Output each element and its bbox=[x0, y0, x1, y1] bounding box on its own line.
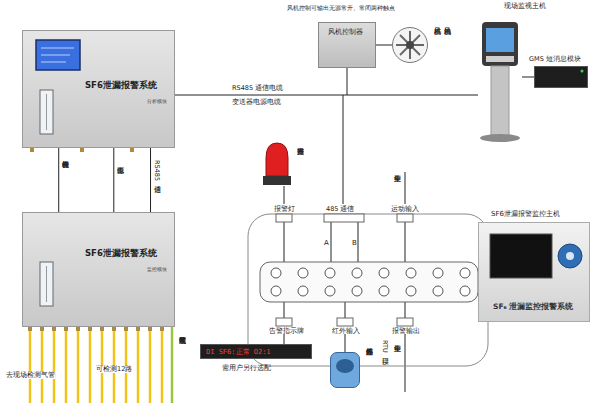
kiosk-screen bbox=[486, 28, 514, 52]
analysis-cabinet: SF6泄漏报警系统分析模块 bbox=[22, 30, 175, 148]
connector-label: RS485 通信电缆 bbox=[232, 85, 283, 92]
node-title: DI SF6:正常 O2:1 bbox=[206, 349, 271, 356]
led-sign: DI SF6:正常 O2:1 bbox=[200, 344, 312, 359]
status-led bbox=[581, 70, 584, 73]
node-subtitle: 监控模块 bbox=[147, 267, 167, 272]
kiosk-head bbox=[482, 22, 518, 66]
kiosk-host: 现场监视主机 bbox=[478, 18, 522, 142]
node-subtitle: 分析模块 bbox=[147, 99, 167, 104]
annotation-label: 报警灯 bbox=[274, 206, 295, 213]
host-keypad-center bbox=[566, 252, 574, 260]
node-title: SF6泄漏报警系统 bbox=[85, 249, 157, 258]
node-title: 现场监视主机 bbox=[504, 3, 546, 10]
lcd-lines bbox=[41, 48, 74, 62]
gas-pipes bbox=[30, 327, 172, 403]
node-subtitle: SF₆ 泄漏监控报警系统 bbox=[493, 303, 573, 311]
annotation-label: 变送器电源电缆 bbox=[232, 99, 281, 106]
host-keypad bbox=[558, 244, 582, 268]
flowmeter-tube bbox=[46, 94, 47, 130]
kiosk-base bbox=[480, 134, 520, 142]
node-title: GMS 短消息模块 bbox=[529, 56, 581, 63]
infrared-sensor: 红外人体感应器 bbox=[330, 352, 360, 388]
lcd-screen bbox=[36, 40, 80, 70]
kiosk-keyboard bbox=[486, 56, 514, 62]
annotation-label: RTU接口 bbox=[381, 340, 388, 353]
annotation-label: B bbox=[352, 240, 357, 247]
connector-line bbox=[150, 148, 151, 212]
annotation-label: 485 通信 bbox=[326, 206, 354, 213]
connector-label: RS485通信 bbox=[154, 160, 161, 181]
fan-hub bbox=[406, 41, 414, 49]
flowmeter bbox=[40, 262, 53, 306]
kiosk-stand bbox=[491, 66, 509, 136]
connector-line bbox=[58, 148, 59, 212]
connector-line bbox=[175, 95, 478, 96]
terminal-tabs bbox=[276, 214, 413, 326]
annotation-label: 告警指示牌 bbox=[269, 328, 304, 335]
annotation-label: 运动输入 bbox=[391, 206, 419, 213]
exhaust-fan: 轴流风机或排风机 bbox=[392, 27, 428, 63]
fan-controller: 风机控制器 bbox=[318, 22, 376, 68]
annotation-label: 报警输出 bbox=[392, 328, 420, 335]
annotation-label: 风机控制可输出无源常开、常闭两种触点 bbox=[287, 5, 395, 11]
terminal-screws bbox=[271, 268, 470, 296]
node-title: SF6泄漏报警监控主机 bbox=[491, 211, 560, 218]
annotation-label: 需用户另行选配 bbox=[222, 365, 271, 372]
monitor-cabinet: SF6泄漏报警系统监控模块 bbox=[22, 212, 175, 327]
annotation-label: 去现场检测气管 bbox=[6, 372, 55, 379]
node-title: SF6泄漏报警系统 bbox=[85, 81, 157, 90]
lamp-base bbox=[263, 176, 291, 185]
node-title: 风机控制器 bbox=[328, 29, 363, 36]
flowmeter-tube bbox=[46, 266, 47, 302]
annotation-label: 红外输入 bbox=[332, 328, 360, 335]
monitor-host: SF6泄漏报警监控主机SF₆ 泄漏监控报警系统 bbox=[478, 222, 590, 322]
annotation-label: 可检测12路 bbox=[96, 366, 132, 373]
annotation-label: A bbox=[324, 240, 329, 247]
host-screen bbox=[490, 234, 552, 278]
connector-line bbox=[376, 45, 392, 46]
connector-line bbox=[113, 148, 114, 212]
lamp-dome bbox=[266, 143, 288, 176]
gms-module: GMS 短消息模块 bbox=[534, 66, 588, 88]
connector-line bbox=[522, 77, 534, 78]
fan-blades bbox=[396, 31, 424, 59]
alarm-lamp: 声光报警器 bbox=[262, 140, 294, 186]
sensor-lens bbox=[336, 359, 354, 373]
terminal-strip bbox=[260, 262, 478, 302]
flowmeter bbox=[40, 90, 53, 134]
